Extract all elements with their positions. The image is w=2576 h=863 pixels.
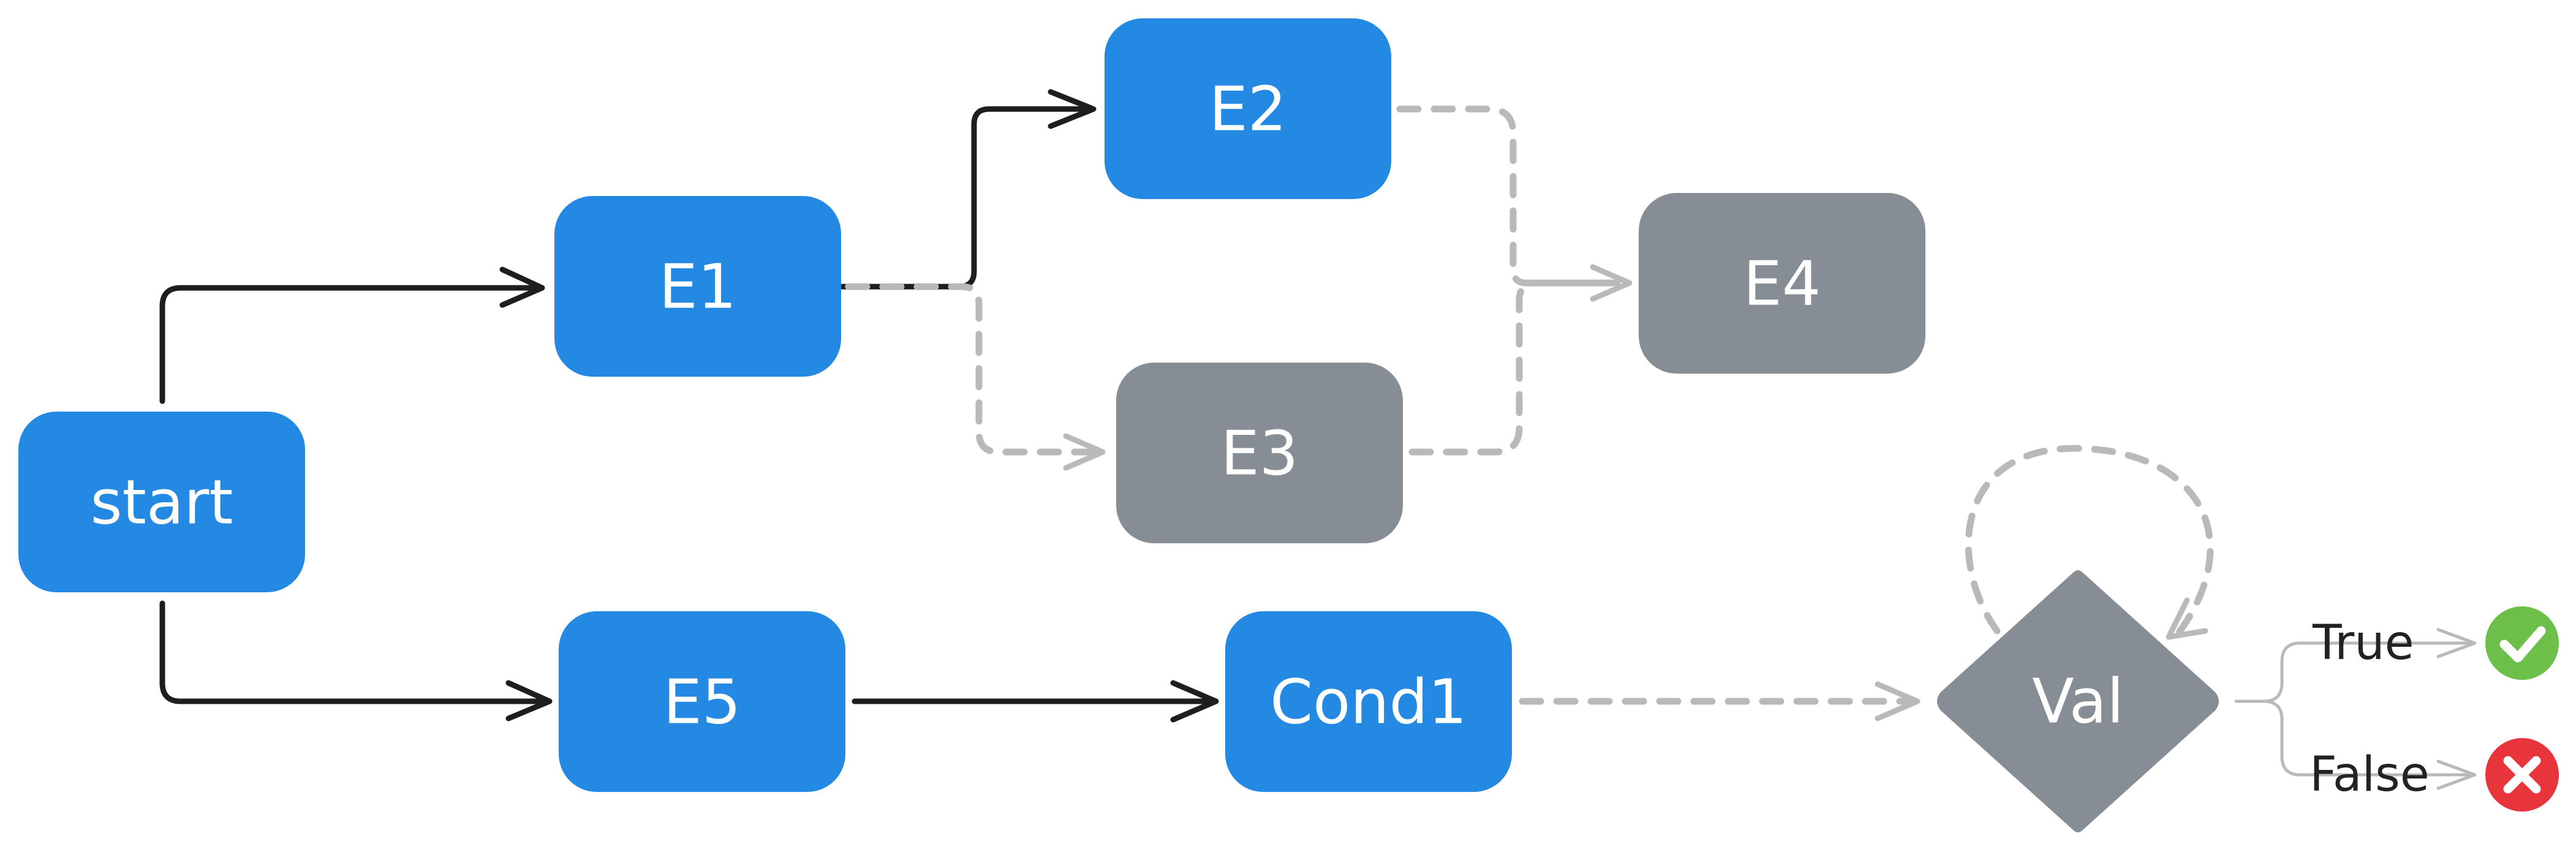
node-cond1-label: Cond1	[1270, 666, 1467, 738]
node-val-diamond[interactable]: Val	[1937, 570, 2219, 832]
arrow-head-false	[2436, 759, 2477, 790]
arrow-head-cond1	[1170, 680, 1219, 723]
edge-start-e1	[159, 285, 542, 404]
node-e2[interactable]: E2	[1105, 18, 1391, 199]
x-icon	[2485, 738, 2559, 812]
node-e2-label: E2	[1209, 73, 1287, 145]
node-e1-label: E1	[659, 251, 737, 323]
node-e4-label: E4	[1743, 248, 1821, 320]
edge-val-true	[2234, 641, 2474, 703]
node-e1[interactable]: E1	[554, 196, 841, 377]
check-icon	[2485, 606, 2559, 680]
node-e3-label: E3	[1221, 418, 1299, 489]
edge-e3-e4	[1408, 279, 1621, 456]
node-cond1[interactable]: Cond1	[1225, 611, 1512, 792]
node-e5-label: E5	[663, 666, 741, 738]
node-e3[interactable]: E3	[1116, 363, 1403, 543]
arrow-head-val-loop	[2166, 597, 2208, 640]
arrow-head-e3	[1063, 433, 1106, 471]
node-start[interactable]: start	[18, 412, 305, 592]
edge-e2-e4	[1396, 105, 1621, 287]
edge-start-e5	[159, 600, 551, 704]
arrow-head-e1	[499, 266, 545, 308]
edge-val-false	[2262, 699, 2474, 777]
arrow-head-e5	[505, 680, 553, 722]
node-val-label: Val	[2032, 666, 2124, 737]
outcome-true-label: True	[2312, 616, 2414, 671]
arrow-head-val	[1875, 681, 1921, 722]
node-e4[interactable]: E4	[1639, 193, 1925, 374]
arrow-head-e4	[1590, 264, 1633, 302]
edge-e1-e2	[839, 106, 1093, 290]
node-e5[interactable]: E5	[559, 611, 845, 792]
arrow-head-e2	[1048, 89, 1097, 129]
edge-e1-e3	[845, 283, 1097, 456]
outcome-false-label: False	[2310, 747, 2430, 802]
node-start-label: start	[91, 467, 233, 538]
edge-val-self-loop	[1965, 445, 2214, 638]
arrow-head-true	[2436, 628, 2477, 658]
